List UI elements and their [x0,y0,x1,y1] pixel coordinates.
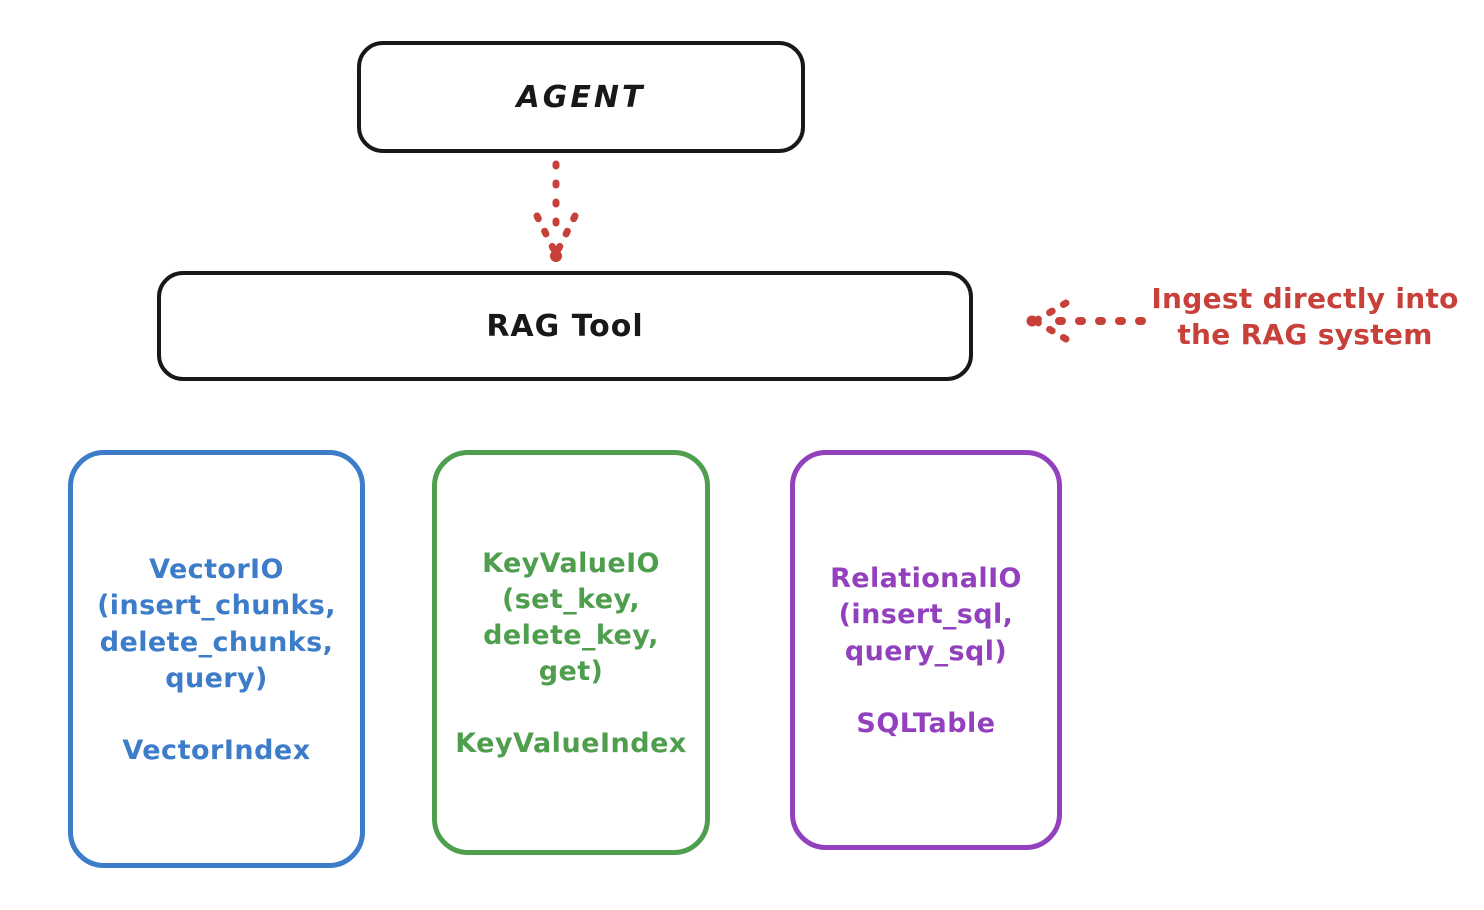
node-key-value-io-label: KeyValueIO (set_key, delete_key, get) [482,547,660,688]
node-agent-label: AGENT [516,79,646,115]
node-vector-io-sublabel: VectorIndex [122,734,311,766]
node-relational-io-sublabel: SQLTable [856,707,996,739]
annotation-ingest-label: Ingest directly into the RAG system [1151,282,1459,351]
node-vector-io-label: VectorIO (insert_chunks, delete_chunks, … [97,554,336,694]
node-agent[interactable]: AGENT [357,41,805,153]
node-rag-tool-label: RAG Tool [486,308,644,344]
node-relational-io[interactable]: RelationalIO (insert_sql, query_sql) SQL… [790,450,1062,850]
node-vector-io[interactable]: VectorIO (insert_chunks, delete_chunks, … [68,450,365,868]
node-rag-tool[interactable]: RAG Tool [157,271,973,381]
node-key-value-io-sublabel: KeyValueIndex [455,728,687,760]
agent-to-rag-tool-arrow [533,160,579,262]
node-relational-io-label: RelationalIO (insert_sql, query_sql) [830,563,1022,667]
ingest-to-rag-tool-arrow [1026,299,1146,343]
node-key-value-io[interactable]: KeyValueIO (set_key, delete_key, get) Ke… [432,450,710,855]
